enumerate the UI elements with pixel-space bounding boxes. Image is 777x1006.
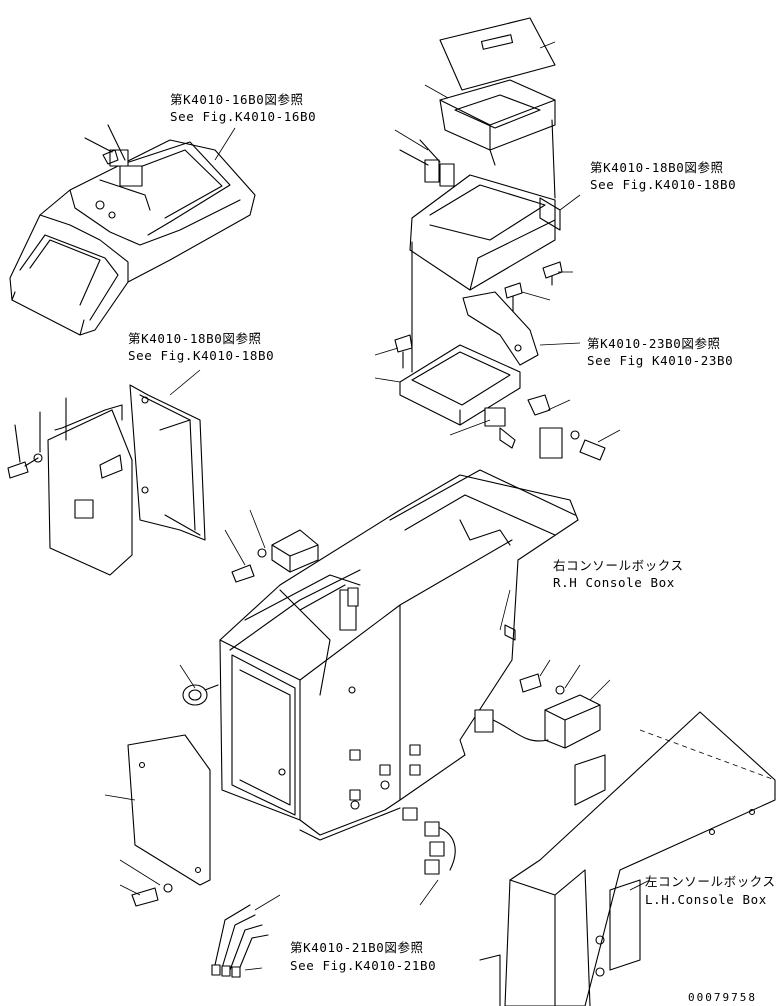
callout-jp-4: 第K4010-18B0図参照 (590, 160, 724, 175)
mid-tray (394, 334, 606, 461)
front-console-cover (9, 124, 256, 336)
callout-fig-16b0: 第K4010-16B0図参照 See Fig.K4010-16B0 (170, 92, 316, 124)
callout-jp-5: 右コンソールボックス (553, 558, 684, 573)
callout-en-2: See Fig.K4010-18B0 (128, 348, 274, 363)
leader-lines (104, 41, 651, 971)
upper-right-panel (399, 17, 563, 373)
callout-en-1: See Fig.K4010-16B0 (170, 109, 316, 124)
callout-en-4: See Fig.K4010-18B0 (590, 177, 736, 192)
relay-unit (231, 529, 319, 583)
callout-jp-6: 左コンソールボックス (645, 874, 776, 889)
callout-jp-7: 第K4010-21B0図参照 (290, 940, 424, 955)
wiring-harness (211, 807, 456, 978)
drawing-number: 00079758 (688, 991, 757, 1004)
callout-jp-3: 第K4010-23B0図参照 (587, 336, 721, 351)
callout-en-3: See Fig K4010-23B0 (587, 353, 733, 368)
socket (182, 684, 219, 706)
callout-fig-21b0: 第K4010-21B0図参照 See Fig.K4010-21B0 (290, 940, 436, 973)
callout-rh-console: 右コンソールボックス R.H Console Box (553, 558, 684, 590)
left-panel-assembly (7, 384, 206, 576)
angle-bracket (462, 291, 539, 366)
callout-en-5: R.H Console Box (553, 575, 675, 590)
callout-lh-console: 左コンソールボックス L.H.Console Box (645, 874, 776, 907)
callout-fig-23b0: 第K4010-23B0図参照 See Fig K4010-23B0 (587, 336, 733, 368)
callout-en-7: See Fig.K4010-21B0 (290, 958, 436, 973)
bottom-cover-plate (127, 734, 211, 907)
callout-jp-1: 第K4010-16B0図参照 (170, 92, 304, 107)
callout-fig-18b0-right: 第K4010-18B0図参照 See Fig.K4010-18B0 (590, 160, 736, 192)
callout-fig-18b0-left: 第K4010-18B0図参照 See Fig.K4010-18B0 (128, 331, 274, 363)
main-console-frame (219, 469, 579, 841)
callout-jp-2: 第K4010-18B0図参照 (128, 331, 262, 346)
rh-console-parts (474, 673, 601, 749)
callout-en-6: L.H.Console Box (645, 892, 767, 907)
lh-console-box (479, 711, 776, 1006)
